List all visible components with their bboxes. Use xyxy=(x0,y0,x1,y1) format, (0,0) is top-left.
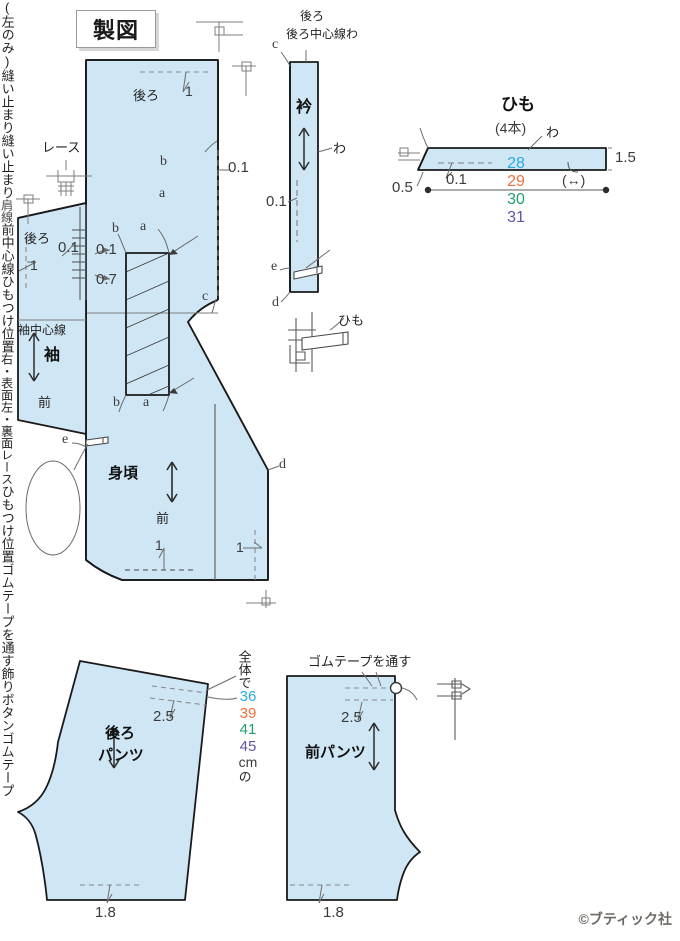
back-pants-elastic-unit: cm xyxy=(238,754,258,770)
bodice-mark-d: d xyxy=(279,457,286,472)
back-pants-title-2: パンツ xyxy=(98,747,144,764)
bodice-hem-allowance: 1 xyxy=(155,537,163,553)
bodice-mark-a-low: a xyxy=(143,395,150,410)
bodice-front-label: 前 xyxy=(156,511,170,526)
sleeve-back-label: 後ろ xyxy=(24,231,51,246)
sleeve-front-label: 前 xyxy=(38,395,52,410)
bodice-sew-stop-upper: 縫い止まり xyxy=(0,69,15,134)
himo-fold-01: 0.1 xyxy=(446,171,467,188)
himo-length-list: 28 29 30 31 xyxy=(494,155,538,227)
himo-title: ひも xyxy=(501,95,535,114)
page-title-label: 製図 xyxy=(92,18,139,43)
himo-length-3: 31 xyxy=(507,208,525,226)
back-pants-elastic-note: 全体で 36 39 41 45 cm の xyxy=(237,650,259,783)
himo-length-0: 28 xyxy=(507,155,525,172)
back-pants-waist-casing: 2.5 xyxy=(153,708,174,725)
bodice-top-allowance: 1 xyxy=(185,83,193,99)
copyright-credit: ©ブティック社 xyxy=(578,911,672,927)
bodice-edge-allowance: 0.1 xyxy=(228,159,249,176)
collar-mark-e: e xyxy=(271,259,278,274)
himo-length-2: 30 xyxy=(507,190,525,208)
back-pants-elastic-suffix: の xyxy=(236,770,252,784)
collar-mark-c: c xyxy=(272,37,279,52)
bodice-mark-a-upper: a xyxy=(159,186,166,201)
himo-wa-label: わ xyxy=(546,125,560,140)
bodice-himo-position: ひもつけ位置 xyxy=(0,275,15,353)
bodice-shoulder-line: 肩線 xyxy=(0,199,14,223)
bodice-mark-b-low: b xyxy=(113,395,120,410)
back-pants-elastic-0: 36 xyxy=(239,688,257,705)
sleeve-lace-side-label: レース xyxy=(0,449,14,485)
bodice-mark-a-mid: a xyxy=(140,219,147,234)
collar-himo-position: ひもつけ位置 xyxy=(0,485,15,563)
bodice-front-center-line: 前中心線 xyxy=(0,223,15,275)
bodice-mark-b-mid: b xyxy=(112,221,119,236)
front-pants-waist-casing: 2.5 xyxy=(341,709,362,726)
bodice-himo-note-left: 左・裏面 xyxy=(0,401,14,449)
front-pants-elastic-tape: ゴムテープ xyxy=(0,732,15,797)
bodice-mark-e: e xyxy=(62,432,69,447)
himo-grain-arrow: (↔) xyxy=(562,172,586,188)
sleeve-lace-top-label: レース xyxy=(42,140,81,155)
collar-title: 衿 xyxy=(296,99,313,116)
front-pants-elastic-through: ゴムテープを通す xyxy=(308,654,412,669)
sleeve-title: 袖 xyxy=(44,347,61,364)
collar-wa-label: わ xyxy=(333,141,347,156)
collar-edge-01: 0.1 xyxy=(266,193,287,210)
collar-back-center-1: 後ろ xyxy=(300,9,325,23)
back-pants-elastic-3: 45 xyxy=(239,737,257,755)
sleeve-lace-amount: 0.1 xyxy=(58,239,79,256)
back-pants-elastic-2: 41 xyxy=(239,721,257,738)
bodice-mark-b-upper: b xyxy=(160,154,167,169)
bodice-mark-c: c xyxy=(202,289,209,304)
front-pants-deco-button: 飾りボタン xyxy=(0,667,15,732)
bodice-body-label: 身頃 xyxy=(108,465,139,482)
bodice-sew-stop-lower: 縫い止まり xyxy=(0,134,15,199)
himo-end-allowance: 0.5 xyxy=(392,179,413,196)
bodice-back-label: 後ろ xyxy=(133,88,160,103)
himo-count: (4本) xyxy=(495,120,527,136)
bodice-seam-07: 0.7 xyxy=(96,271,117,288)
back-pants-hem-allowance: 1.8 xyxy=(95,904,116,921)
bodice-seam-01: 0.1 xyxy=(96,241,117,258)
bodice-himo-note-right: 右・表面 xyxy=(0,353,14,401)
sleeve-hem-allowance: 1 xyxy=(30,257,38,273)
back-pants-title-1: 後ろ xyxy=(105,725,136,742)
back-pants-elastic-action: ゴムテープを通す xyxy=(0,563,15,667)
front-pants-hem-allowance: 1.8 xyxy=(323,904,344,921)
collar-mark-d: d xyxy=(272,295,279,310)
front-pants-title: 前パンツ xyxy=(305,744,366,761)
back-pants-elastic-note-head: 全体で xyxy=(236,650,252,689)
bodice-side-allowance: 1 xyxy=(236,539,244,555)
bodice-left-only-note: (左のみ) xyxy=(0,0,15,69)
page-title: 製図 xyxy=(76,10,156,48)
collar-back-center-wa: 後ろ中心線わ xyxy=(286,27,359,41)
himo-width: 1.5 xyxy=(615,149,636,166)
back-pants-elastic-1: 39 xyxy=(239,704,257,722)
sleeve-center-line: 袖中心線 xyxy=(18,323,67,337)
himo-length-1: 29 xyxy=(507,172,525,190)
collar-himo-detail-label: ひも xyxy=(338,313,365,328)
